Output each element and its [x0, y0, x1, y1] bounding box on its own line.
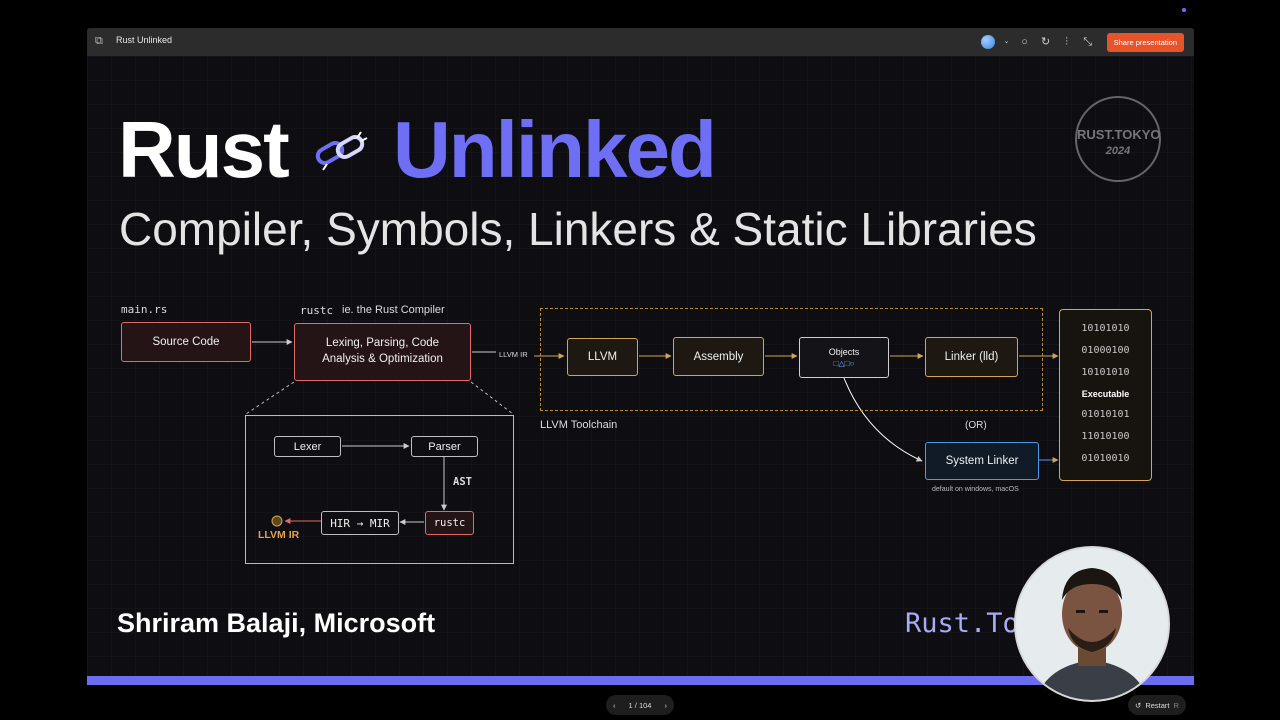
restart-shortcut: R: [1173, 700, 1179, 710]
slide-subtitle: Compiler, Symbols, Linkers & Static Libr…: [119, 203, 1037, 255]
llvm-ir-output-label: LLVM IR: [258, 529, 300, 541]
or-label: (OR): [965, 420, 987, 431]
collapse-icon[interactable]: ⤡: [1083, 36, 1093, 48]
ast-label: AST: [453, 476, 472, 488]
chevron-down-icon[interactable]: ⌄: [1003, 38, 1010, 45]
share-presentation-button[interactable]: Share presentation: [1106, 32, 1184, 52]
parser-box: Parser: [411, 436, 478, 457]
system-linker-note: default on windows, macOS: [932, 486, 1019, 493]
llvm-toolchain-frame: [540, 308, 1043, 411]
lexer-box: Lexer: [274, 436, 341, 457]
rust-tokyo-seal: RUST.TOKYO 2024: [1075, 96, 1161, 182]
toolbar-actions: ⌄ ○ ↻ ⫶ ⤡ Share presentation: [980, 32, 1184, 52]
rustc-desc-label: ie. the Rust Compiler: [342, 304, 445, 316]
author-name: Shriram Balaji, Microsoft: [117, 608, 436, 638]
speaker-webcam: [1014, 546, 1170, 702]
restart-button[interactable]: ↺ Restart R: [1128, 695, 1186, 715]
llvm-box: LLVM: [567, 338, 638, 376]
page-counter: 1 / 104: [628, 700, 652, 710]
llvm-ir-edge-label: LLVM IR: [499, 350, 528, 359]
previous-slide-icon[interactable]: ‹: [613, 700, 616, 710]
llvm-toolchain-label: LLVM Toolchain: [540, 419, 618, 431]
rustc-zoom-panel: [245, 415, 514, 564]
title-unlinked: Unlinked: [393, 105, 717, 194]
comment-icon[interactable]: ○: [1021, 36, 1028, 48]
figma-logo-icon[interactable]: ⧉: [95, 35, 103, 47]
main-rs-label: main.rs: [121, 303, 168, 316]
notification-dot: [1182, 8, 1186, 12]
linker-lld-box: Linker (lld): [925, 337, 1018, 377]
refresh-icon[interactable]: ↻: [1041, 36, 1051, 48]
hir-mir-box: HIR → MIR: [321, 511, 399, 535]
rustc-label: rustc: [300, 304, 334, 317]
assembly-box: Assembly: [673, 337, 764, 376]
slide-navigation: ‹ 1 / 104 ›: [606, 695, 674, 715]
next-slide-icon[interactable]: ›: [664, 700, 668, 710]
document-title: Rust Unlinked: [116, 35, 173, 45]
rustc-inner-box: rustc: [425, 511, 474, 535]
executable-box: 10101010 01000100 10101010 Executable 01…: [1059, 309, 1152, 481]
rustc-compile-box: Lexing, Parsing, Code Analysis & Optimiz…: [294, 323, 471, 381]
title-rust: Rust: [118, 105, 290, 194]
slide-progress-bar: [87, 676, 1194, 685]
source-code-box: Source Code: [121, 322, 251, 362]
presentation-slide: Rust Unlinked Compiler, Symbols, Linkers…: [87, 56, 1194, 676]
objects-shapes-icon: □△□○: [833, 359, 855, 368]
settings-sliders-icon[interactable]: ⫶: [1065, 36, 1068, 48]
app-toolbar: ⧉ Rust Unlinked ⌄ ○ ↻ ⫶ ⤡ Share presenta…: [87, 28, 1194, 56]
executable-label: Executable: [1081, 389, 1130, 399]
diagram-connectors: [245, 339, 1059, 527]
system-linker-box: System Linker: [925, 442, 1039, 480]
user-avatar[interactable]: [980, 35, 995, 49]
restart-icon: ↺: [1135, 700, 1142, 710]
objects-box: Objects □△□○: [799, 337, 889, 378]
broken-chain-icon: [315, 131, 368, 171]
